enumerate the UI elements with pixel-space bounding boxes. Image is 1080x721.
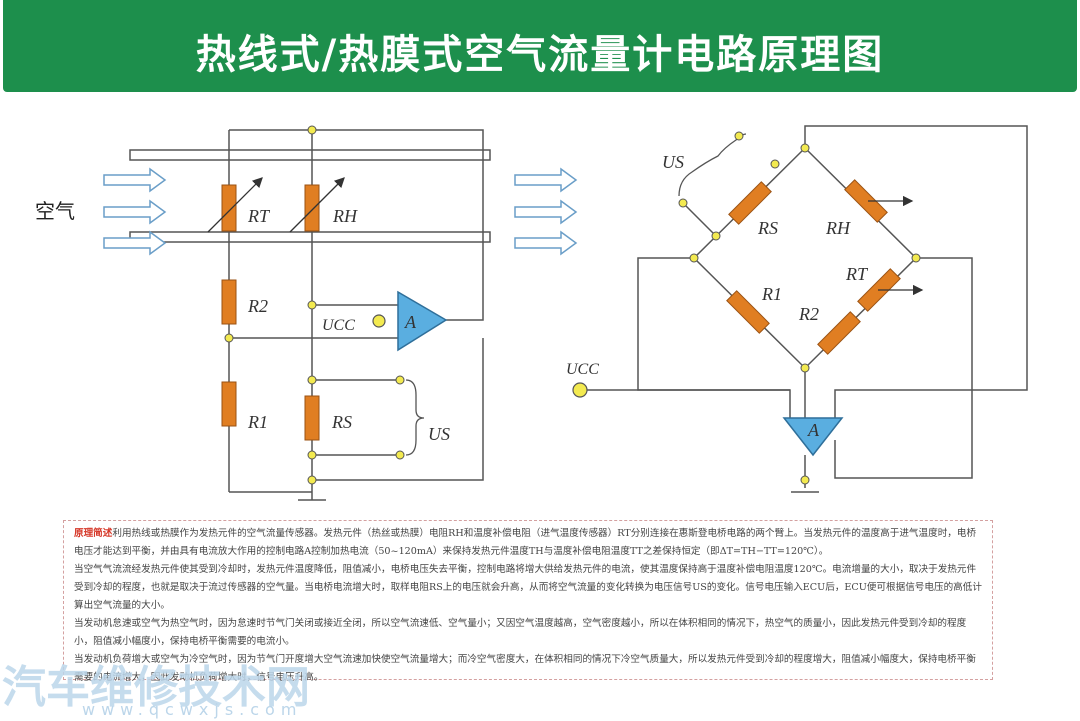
- variable-arrow-rh-left: [289, 177, 345, 233]
- air-out-arrow-2: [514, 199, 578, 225]
- r2-label-left: R2: [247, 296, 268, 316]
- rh-label-right: RH: [825, 218, 851, 238]
- resistor-r2-right: [817, 311, 861, 355]
- us-label-left: US: [428, 424, 450, 444]
- resistor-r1-right: [726, 290, 770, 334]
- ground-symbol-right: [791, 455, 819, 493]
- air-arrows: [103, 167, 578, 256]
- description-text-1: 利用热线或热膜作为发热元件的空气流量传感器。发热元件（热丝或热膜）电阻RH和温度…: [74, 528, 977, 557]
- page-title: 热线式/热膜式空气流量计电路原理图: [195, 32, 885, 78]
- node-l4: [307, 375, 317, 385]
- node-l5: [307, 450, 317, 460]
- watermark-url: www.qcwxjs.com: [82, 700, 303, 719]
- resistor-rs-left: [304, 395, 320, 441]
- wire-amp-out: [312, 338, 484, 481]
- air-out-arrow-1: [514, 167, 578, 193]
- rs-label-right: RS: [757, 218, 778, 238]
- header-banner: 热线式/热膜式空气流量计电路原理图: [3, 0, 1077, 92]
- amplifier-right-label: A: [807, 420, 820, 440]
- watermark-logo-text: 汽车维修技术网: [2, 662, 310, 713]
- node-r7: [911, 253, 921, 263]
- ucc-label-right: UCC: [566, 361, 599, 378]
- node-l7: [395, 450, 405, 460]
- bridge-diamond: [692, 146, 918, 370]
- node-l6: [395, 375, 405, 385]
- description-lead: 原理简述: [74, 528, 113, 539]
- rh-label-left: RH: [332, 206, 358, 226]
- node-r8: [800, 363, 810, 373]
- description-box: 原理简述利用热线或热膜作为发热元件的空气流量传感器。发热元件（热丝或热膜）电阻R…: [63, 520, 993, 683]
- variable-arrow-rt-left: [207, 177, 263, 233]
- wire-us-right: [682, 202, 717, 237]
- node-r5: [711, 231, 721, 241]
- air-in-arrow-3: [103, 230, 167, 256]
- wire-amp-ground: [312, 345, 410, 470]
- node-l1: [307, 125, 317, 135]
- air-in-arrow-1: [103, 167, 167, 193]
- node-r6: [689, 253, 699, 263]
- us-label-right: US: [662, 152, 684, 172]
- node-r3: [734, 131, 744, 141]
- description-paragraph-3: 当发动机怠速或空气为热空气时，因为怠速时节气门关闭或接近全闭，所以空气流速低、空…: [74, 618, 967, 647]
- right-circuit: [583, 125, 1028, 493]
- resistor-rh-right: [844, 179, 888, 223]
- rt-label-right: RT: [845, 264, 869, 284]
- ground-symbol: [298, 492, 326, 501]
- node-l3: [224, 333, 234, 343]
- rt-label-left: RT: [247, 206, 271, 226]
- amplifier-right: [782, 417, 844, 457]
- node-r9: [800, 475, 810, 485]
- resistor-r2-left: [221, 279, 237, 325]
- node-l8: [307, 475, 317, 485]
- ucc-terminal-right: [572, 382, 588, 398]
- wire-amp-feedback: [312, 129, 484, 321]
- duct-bottom: [129, 231, 491, 243]
- r1-label-left: R1: [247, 412, 268, 432]
- resistor-rh-left: [304, 184, 320, 232]
- r1-label-right: R1: [761, 284, 782, 304]
- node-r2: [770, 159, 780, 169]
- wire-right-left-lead: [637, 257, 791, 418]
- air-in-arrow-2: [103, 199, 167, 225]
- rs-label-left: RS: [331, 412, 352, 432]
- wire-right-feedback: [804, 125, 1028, 418]
- right-nodes: [678, 131, 921, 485]
- resistor-rs-right: [728, 181, 772, 225]
- left-nodes: [224, 125, 405, 485]
- resistor-rt-left: [221, 184, 237, 232]
- right-resistors: [726, 179, 901, 355]
- description-paragraph-2: 当空气气流流经发热元件使其受到冷却时，发热元件温度降低，阻值减小，电桥电压失去平…: [74, 564, 982, 611]
- us-brace-left: [405, 379, 425, 456]
- amplifier-left-label: A: [404, 312, 417, 332]
- air-label: 空气: [35, 199, 75, 223]
- description-paragraph-4: 当发动机负荷增大或空气为冷空气时，因为节气门开度增大空气流速加快使空气流量增大；…: [74, 654, 976, 683]
- wire-right-right-lead: [834, 257, 973, 479]
- resistor-r1-left: [221, 381, 237, 427]
- duct-top: [129, 149, 491, 161]
- node-l2: [307, 300, 317, 310]
- ucc-label-left: UCC: [322, 317, 355, 334]
- us-brace-right: [678, 133, 747, 197]
- node-r1: [800, 143, 810, 153]
- node-r4: [678, 198, 688, 208]
- r2-label-right: R2: [798, 304, 819, 324]
- description-paragraph-1: 原理简述利用热线或热膜作为发热元件的空气流量传感器。发热元件（热丝或热膜）电阻R…: [74, 525, 982, 561]
- ucc-terminal-left: [372, 314, 386, 328]
- left-resistors: [221, 184, 320, 441]
- air-out-arrow-3: [514, 230, 578, 256]
- amplifier-left: [397, 290, 448, 352]
